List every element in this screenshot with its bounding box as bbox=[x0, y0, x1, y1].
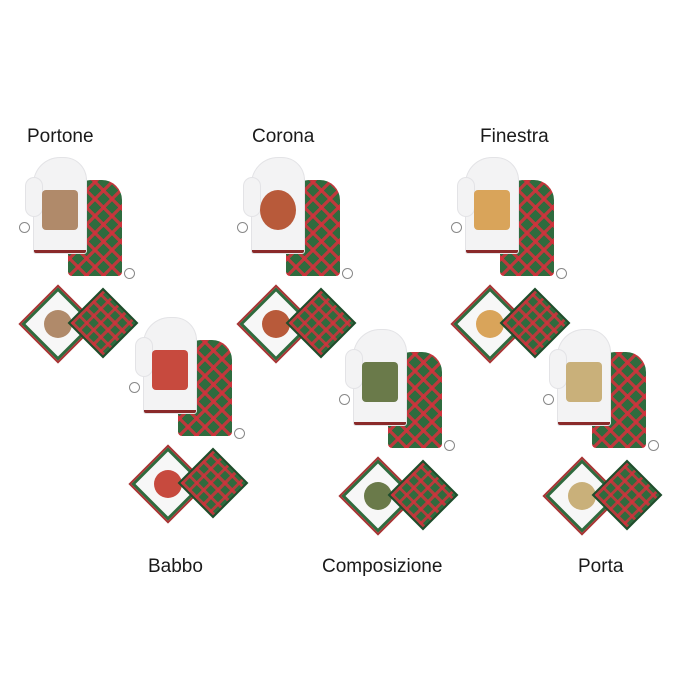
printed-oven-mitt bbox=[136, 318, 196, 413]
product-set-corona[interactable] bbox=[236, 158, 366, 364]
product-set-babbo[interactable] bbox=[128, 318, 258, 524]
hanging-ring-icon bbox=[19, 222, 30, 233]
hanging-ring-icon bbox=[451, 222, 462, 233]
product-set-portone[interactable] bbox=[18, 158, 148, 364]
gifts-illustration bbox=[362, 362, 398, 402]
plaid-pot-holder bbox=[591, 459, 663, 531]
hanging-ring-icon bbox=[556, 268, 567, 279]
product-set-finestra[interactable] bbox=[450, 158, 580, 364]
wreath-illustration bbox=[260, 190, 296, 230]
hanging-ring-icon bbox=[234, 428, 245, 439]
label-corona: Corona bbox=[252, 126, 315, 147]
plaid-pot-holder bbox=[177, 447, 249, 519]
printed-oven-mitt bbox=[26, 158, 86, 253]
hanging-ring-icon bbox=[648, 440, 659, 451]
label-porta: Porta bbox=[578, 556, 624, 577]
hanging-ring-icon bbox=[342, 268, 353, 279]
label-finestra: Finestra bbox=[480, 126, 549, 147]
door-illustration bbox=[42, 190, 78, 230]
door-wreath-illustration bbox=[566, 362, 602, 402]
label-portone: Portone bbox=[27, 126, 94, 147]
printed-oven-mitt bbox=[550, 330, 610, 425]
label-babbo: Babbo bbox=[148, 556, 203, 577]
window-illustration bbox=[474, 190, 510, 230]
hanging-ring-icon bbox=[339, 394, 350, 405]
santa-illustration bbox=[152, 350, 188, 390]
printed-oven-mitt bbox=[244, 158, 304, 253]
product-set-porta[interactable] bbox=[542, 330, 672, 536]
hanging-ring-icon bbox=[129, 382, 140, 393]
printed-oven-mitt bbox=[458, 158, 518, 253]
hanging-ring-icon bbox=[237, 222, 248, 233]
plaid-pot-holder bbox=[285, 287, 357, 359]
plaid-pot-holder bbox=[67, 287, 139, 359]
hanging-ring-icon bbox=[124, 268, 135, 279]
product-set-composizione[interactable] bbox=[338, 330, 468, 536]
plaid-pot-holder bbox=[387, 459, 459, 531]
label-composizione: Composizione bbox=[322, 556, 443, 577]
printed-oven-mitt bbox=[346, 330, 406, 425]
hanging-ring-icon bbox=[444, 440, 455, 451]
hanging-ring-icon bbox=[543, 394, 554, 405]
